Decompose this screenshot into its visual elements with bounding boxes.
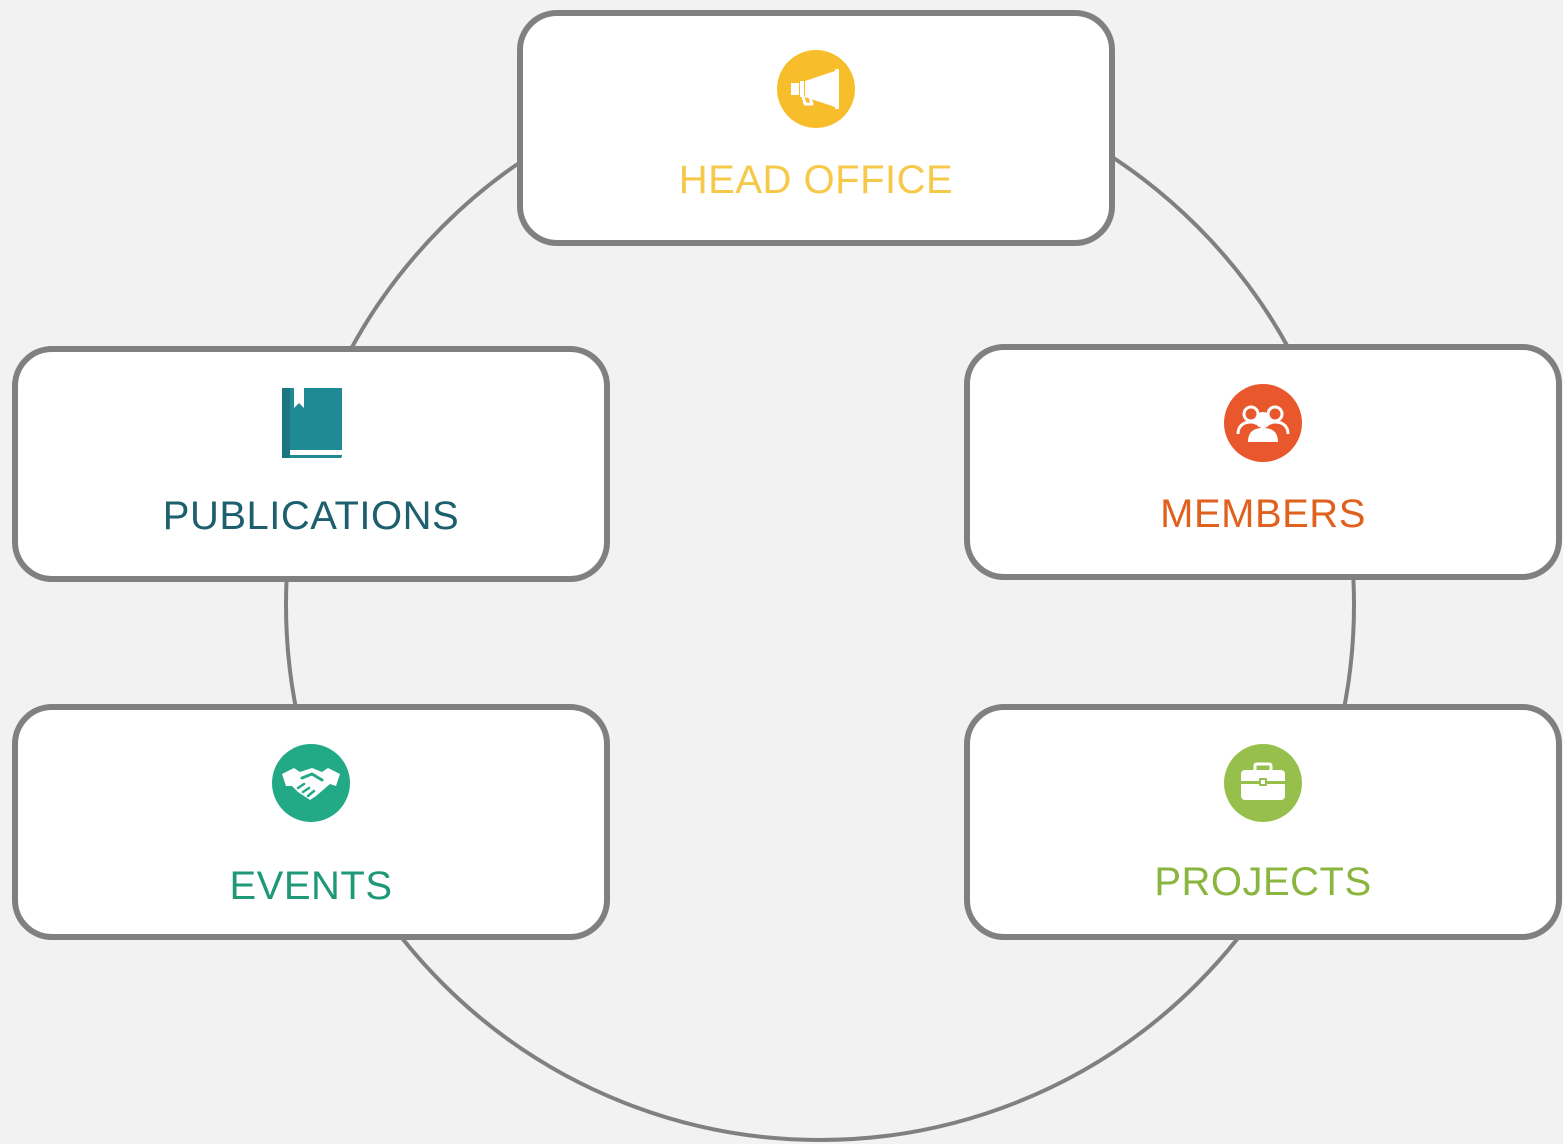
events-node[interactable]: EVENTS <box>12 704 610 940</box>
book-icon <box>272 386 350 464</box>
publications-label: PUBLICATIONS <box>162 494 460 538</box>
briefcase-icon <box>1224 744 1302 822</box>
head-office-label: HEAD OFFICE <box>678 158 954 202</box>
projects-node[interactable]: PROJECTS <box>964 704 1562 940</box>
publications-node[interactable]: PUBLICATIONS <box>12 346 610 582</box>
projects-label: PROJECTS <box>1154 860 1372 904</box>
handshake-icon <box>272 744 350 822</box>
megaphone-icon <box>777 50 855 128</box>
members-node[interactable]: MEMBERS <box>964 344 1562 580</box>
events-label: EVENTS <box>229 864 393 908</box>
head-office-node[interactable]: HEAD OFFICE <box>517 10 1115 246</box>
users-icon <box>1224 384 1302 462</box>
members-label: MEMBERS <box>1160 492 1366 536</box>
